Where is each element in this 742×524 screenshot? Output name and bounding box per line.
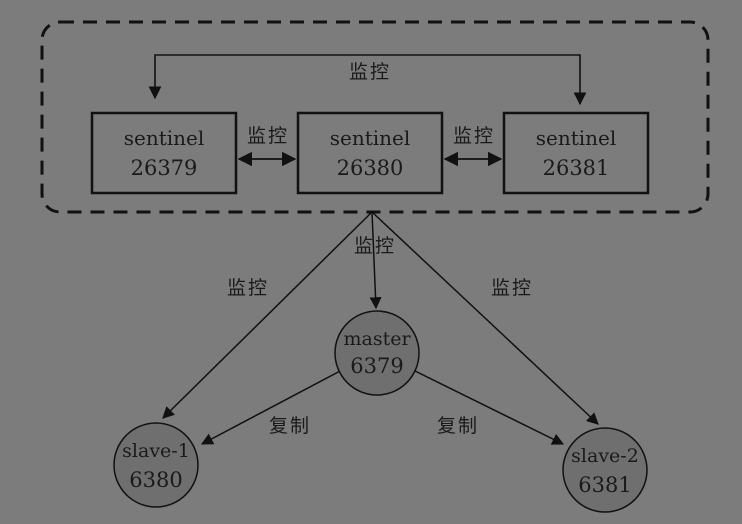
sentinel-port: 26379 <box>131 156 198 180</box>
edge-label-s2-s3-monitor: 监控 <box>453 125 495 147</box>
edge-master-slave2 <box>412 369 565 445</box>
edge-cluster-master <box>369 211 382 310</box>
master-port: 6379 <box>350 354 403 378</box>
sentinel-cluster-boundary <box>40 20 710 214</box>
edge-sentinel1-sentinel3 <box>148 54 587 106</box>
edge-cluster-slave1 <box>162 211 373 419</box>
sentinel-name: sentinel <box>124 126 205 150</box>
slave-name: slave-2 <box>571 445 639 467</box>
sentinel-name: sentinel <box>330 126 411 150</box>
slave-port: 6380 <box>129 468 182 492</box>
sentinel-port: 26380 <box>337 156 404 180</box>
sentinel-node-26379: sentinel 26379 <box>90 111 238 195</box>
sentinel-name: sentinel <box>536 126 617 150</box>
edge-label-top-monitor: 监控 <box>349 61 391 83</box>
slave-name: slave-1 <box>122 440 190 462</box>
edge-label-slave2-monitor: 监控 <box>491 277 533 299</box>
slave-node-1: slave-1 6380 <box>113 422 199 508</box>
edge-label-slave1-monitor: 监控 <box>227 277 269 299</box>
edge-label-slave1-replicate: 复制 <box>269 415 311 437</box>
sentinel-node-26380: sentinel 26380 <box>296 111 444 195</box>
sentinel-port: 26381 <box>543 156 610 180</box>
edge-label-master-monitor: 监控 <box>354 235 396 257</box>
slave-node-2: slave-2 6381 <box>562 427 648 513</box>
slave-port: 6381 <box>578 473 631 497</box>
edge-label-slave2-replicate: 复制 <box>437 415 479 437</box>
master-node: master 6379 <box>334 310 420 396</box>
edge-label-s1-s2-monitor: 监控 <box>247 125 289 147</box>
sentinel-node-26381: sentinel 26381 <box>502 111 650 195</box>
master-name: master <box>343 328 411 350</box>
edge-cluster-slave2 <box>371 211 599 425</box>
edge-master-slave1 <box>200 369 343 445</box>
